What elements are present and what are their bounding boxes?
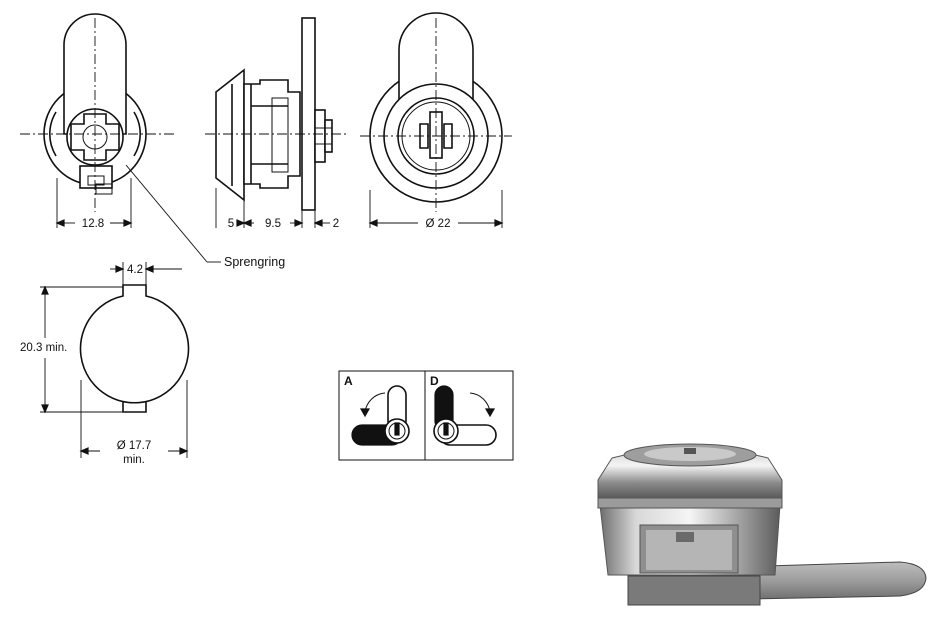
rotation-a-diagram <box>351 385 410 446</box>
rear-view-drawing <box>360 12 512 212</box>
cutout-diameter-min-label: min. <box>123 454 145 466</box>
side-dim-a-label: 5 <box>228 218 234 230</box>
side-dim-c-label: 2 <box>333 218 339 230</box>
cutout-height-label: 20.3 min. <box>20 342 67 354</box>
cam-lock-product-photo <box>597 443 927 606</box>
front-width-label: 12.8 <box>82 218 104 230</box>
retaining-ring-callout: Sprengring <box>224 255 285 269</box>
rotation-right-label: D <box>430 374 439 388</box>
rotation-left-label: A <box>344 374 353 388</box>
rotation-direction-panel <box>338 370 514 461</box>
cutout-height-dimension <box>40 285 123 414</box>
rear-diameter-label: Ø 22 <box>426 218 451 230</box>
panel-cutout-drawing <box>79 284 190 413</box>
rear-diameter-dimension <box>368 190 504 228</box>
slot-width-dimension <box>110 262 182 285</box>
side-dimensions <box>215 188 330 228</box>
front-width-dimension <box>55 178 133 228</box>
rotation-d-diagram <box>433 385 497 446</box>
cutout-diameter-dimension <box>79 380 189 458</box>
side-dim-b-label: 9.5 <box>265 218 281 230</box>
slot-width-label: 4.2 <box>127 264 143 276</box>
side-view-drawing <box>205 17 348 211</box>
cutout-diameter-label: Ø 17.7 <box>117 440 152 452</box>
front-view-drawing <box>20 13 221 263</box>
